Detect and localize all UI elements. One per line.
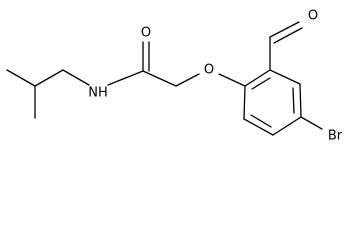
ether-oxygen-label: O [204,63,214,78]
ring-bond-c6-c1 [243,85,246,120]
ring-bond-c3-c4 [299,83,302,118]
bond-ether-oxygen-ring [218,73,246,87]
amide-nitrogen-label: NH [88,86,108,101]
ring-bond-c1-c2 [244,69,271,87]
ring-bond-c2-c3 [269,69,301,85]
ring-bond-c4-c5 [272,116,302,136]
chemical-structure-diagram: O NH O O Br [6,9,343,144]
bond-ring-bromine [300,116,323,130]
bond-methyl1-ch [6,69,36,87]
bond-carbonyl-ch2 [142,70,177,87]
ring-inner-double-3 [250,114,272,128]
ring-inner-double-1 [251,77,271,90]
bond-n-carbonyl [107,70,144,86]
bond-aldehyde-carbon-oxygen-2 [273,27,303,44]
bond-ch2-ether-oxygen [175,73,200,87]
ring-inner-double-2 [292,87,295,114]
ring-bond-c5-c6 [243,118,274,136]
bromine-label: Br [328,129,343,144]
aldehyde-oxygen-label: O [308,9,318,24]
bond-ch-ch2 [34,69,64,87]
amide-oxygen-label: O [141,26,151,41]
bond-ch2-n [62,69,90,86]
bond-aldehyde-carbon-oxygen-1 [269,21,300,38]
